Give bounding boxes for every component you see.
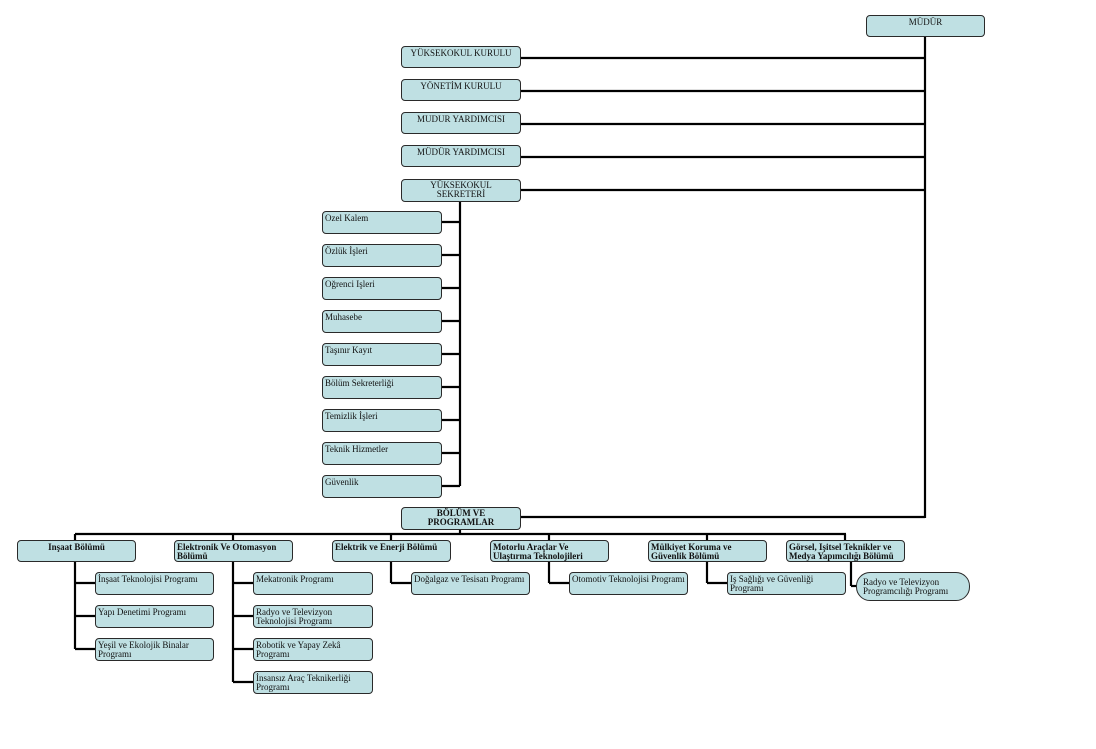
program-box: Yapı Denetimi Programı xyxy=(95,605,214,628)
board-box: MÜDÜR YARDIMCISI xyxy=(401,145,521,167)
board-box: YÜKSEKOKUL KURULU xyxy=(401,46,521,68)
program-box: Radyo ve Televizyon Teknolojisi Programı xyxy=(253,605,373,628)
unit-box: Teknik Hizmetler xyxy=(322,442,442,465)
program-box: Mekatronik Programı xyxy=(253,572,373,595)
program-box: Doğalgaz ve Tesisatı Programı xyxy=(411,572,530,595)
unit-box: Muhasebe xyxy=(322,310,442,333)
unit-box: Güvenlik xyxy=(322,475,442,498)
departments-title-box: BÖLÜM VE PROGRAMLAR xyxy=(401,507,521,530)
director-box: MÜDÜR xyxy=(866,15,985,37)
unit-box: Ozel Kalem xyxy=(322,211,442,234)
program-box: İnşaat Teknolojisi Programı xyxy=(95,572,214,595)
board-box: YÖNETİM KURULU xyxy=(401,79,521,101)
program-box: Iş Sağlığı ve Güvenliği Programı xyxy=(727,572,846,595)
unit-box: Özlük İşleri xyxy=(322,244,442,267)
program-box: Yeşil ve Ekolojik Binalar Programı xyxy=(95,638,214,661)
program-box: İnsansız Araç Teknikerliği Programı xyxy=(253,671,373,694)
department-box: Motorlu Araçlar Ve Ulaştırma Teknolojile… xyxy=(490,540,609,562)
secretary-box: YÜKSEKOKUL SEKRETERİ xyxy=(401,179,521,202)
board-box: MUDUR YARDIMCISI xyxy=(401,112,521,134)
unit-box: Bölüm Sekreterliği xyxy=(322,376,442,399)
department-box: Görsel, Işitsel Teknikler ve Medya Yapım… xyxy=(786,540,905,562)
department-box: Mülkiyet Koruma ve Güvenlik Bölümü xyxy=(648,540,767,562)
unit-box: Taşınır Kayıt xyxy=(322,343,442,366)
department-box: Inşaat Bölümü xyxy=(17,540,136,562)
department-box: Elektrik ve Enerji Bölümü xyxy=(332,540,451,562)
department-box: Elektronik Ve Otomasyon Bölümü xyxy=(174,540,293,562)
program-box: Robotik ve Yapay Zekâ Programı xyxy=(253,638,373,661)
unit-box: Oğrenci Işleri xyxy=(322,277,442,300)
program-box: Otomotiv Teknolojisi Programı xyxy=(569,572,688,595)
unit-box: Temizlik İşleri xyxy=(322,409,442,432)
program-box: Radyo ve Televizyon Programcılığı Progra… xyxy=(856,572,970,601)
